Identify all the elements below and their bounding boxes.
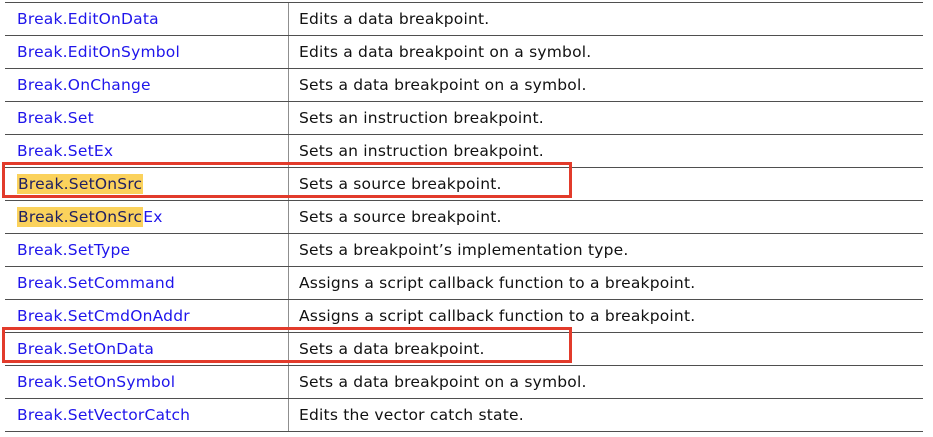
command-cell: Break.SetVectorCatch [5,399,288,431]
description-text: Sets a source breakpoint. [299,175,502,193]
description-text: Assigns a script callback function to a … [299,307,696,325]
command-link[interactable]: Break.EditOnSymbol [17,43,180,61]
table-row: Break.SetEx Sets an instruction breakpoi… [5,135,923,168]
command-link[interactable]: Break.SetEx [17,142,114,160]
command-cell: Break.Set [5,102,288,134]
command-link[interactable]: Break.OnChange [17,76,151,94]
description-text: Sets a source breakpoint. [299,208,502,226]
command-cell: Break.EditOnSymbol [5,36,288,68]
search-highlight-text: Break.SetOnSrc [17,174,144,194]
description-text: Sets an instruction breakpoint. [299,109,544,127]
description-text: Sets a breakpoint’s implementation type. [299,241,629,259]
description-cell: Sets a data breakpoint on a symbol. [288,69,923,101]
table-row: Break.SetOnSrc Sets a source breakpoint. [2,162,923,201]
description-cell: Sets a data breakpoint. [288,333,923,365]
command-link[interactable]: Break.SetType [17,241,131,259]
command-link[interactable]: Break.SetOnSrc [17,174,144,194]
table-row: Break.SetCommand Assigns a script callba… [5,267,923,300]
table-row: Break.SetType Sets a breakpoint’s implem… [5,234,923,267]
description-text: Edits the vector catch state. [299,406,524,424]
command-cell: Break.SetOnData [5,333,288,365]
description-text: Assigns a script callback function to a … [299,274,696,292]
search-highlight-text: Break.SetOnSrc [17,207,144,227]
description-text: Sets a data breakpoint on a symbol. [299,76,587,94]
command-cell: Break.SetCommand [5,267,288,299]
command-link[interactable]: Break.Set [17,109,94,127]
table-row: Break.EditOnSymbol Edits a data breakpoi… [5,36,923,69]
command-link[interactable]: Break.SetCmdOnAddr [17,307,190,325]
command-reference-table: Break.EditOnData Edits a data breakpoint… [2,2,923,432]
table-row: Break.Set Sets an instruction breakpoint… [5,102,923,135]
command-cell: Break.SetOnSrcEx [5,201,288,233]
description-text: Sets an instruction breakpoint. [299,142,544,160]
description-text: Sets a data breakpoint. [299,340,485,358]
description-cell: Sets an instruction breakpoint. [288,102,923,134]
description-cell: Sets a source breakpoint. [288,168,923,200]
table-row: Break.SetCmdOnAddr Assigns a script call… [5,300,923,333]
command-link[interactable]: Break.SetOnSymbol [17,373,176,391]
description-text: Edits a data breakpoint on a symbol. [299,43,592,61]
command-link[interactable]: Break.SetVectorCatch [17,406,191,424]
command-link[interactable]: Break.SetCommand [17,274,175,292]
description-cell: Sets a breakpoint’s implementation type. [288,234,923,266]
table-row: Break.OnChange Sets a data breakpoint on… [5,69,923,102]
description-cell: Sets a source breakpoint. [288,201,923,233]
command-cell: Break.SetType [5,234,288,266]
command-link[interactable]: Break.EditOnData [17,10,159,28]
command-rest-text: Ex [143,208,163,226]
description-text: Edits a data breakpoint. [299,10,490,28]
description-cell: Edits a data breakpoint. [288,3,923,35]
table-row: Break.EditOnData Edits a data breakpoint… [5,3,923,36]
command-cell: Break.OnChange [5,69,288,101]
command-cell: Break.EditOnData [5,3,288,35]
description-cell: Sets a data breakpoint on a symbol. [288,366,923,398]
command-link[interactable]: Break.SetOnData [17,340,155,358]
table-row: Break.SetOnData Sets a data breakpoint. [2,327,923,366]
description-cell: Assigns a script callback function to a … [288,300,923,332]
command-cell: Break.SetOnSrc [5,168,288,200]
description-cell: Assigns a script callback function to a … [288,267,923,299]
command-link[interactable]: Break.SetOnSrcEx [17,207,163,227]
table-row: Break.SetVectorCatch Edits the vector ca… [5,399,923,432]
command-cell: Break.SetEx [5,135,288,167]
description-cell: Edits a data breakpoint on a symbol. [288,36,923,68]
table-row: Break.SetOnSymbol Sets a data breakpoint… [5,366,923,399]
command-cell: Break.SetCmdOnAddr [5,300,288,332]
command-cell: Break.SetOnSymbol [5,366,288,398]
description-text: Sets a data breakpoint on a symbol. [299,373,587,391]
description-cell: Sets an instruction breakpoint. [288,135,923,167]
description-cell: Edits the vector catch state. [288,399,923,431]
table-row: Break.SetOnSrcEx Sets a source breakpoin… [5,201,923,234]
